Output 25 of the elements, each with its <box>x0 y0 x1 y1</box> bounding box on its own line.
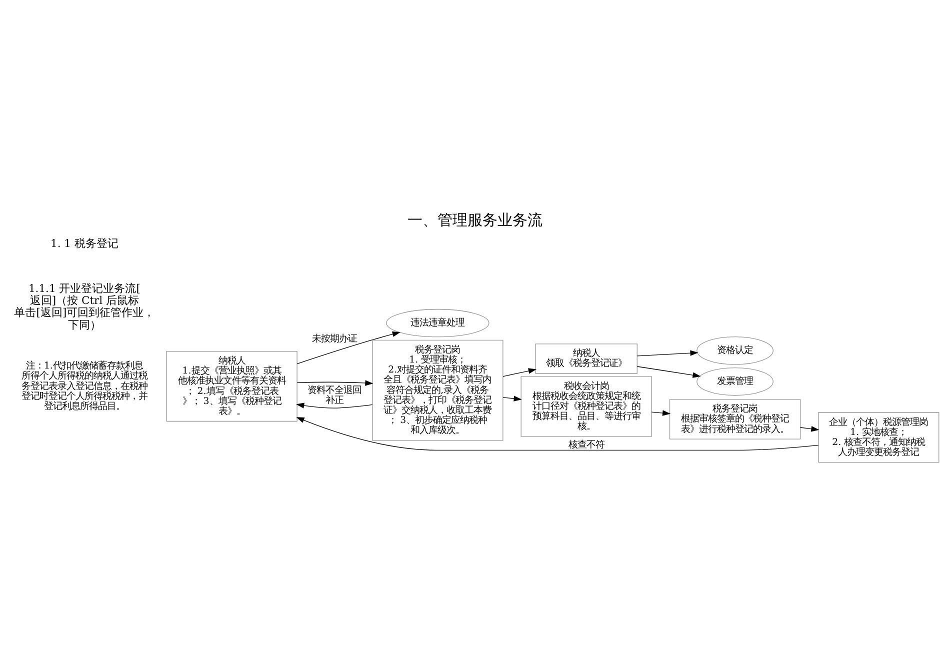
diagram-title: 一、管理服务业务流 <box>408 212 542 229</box>
arrow <box>651 410 671 416</box>
node-box: 税收会计岗 根据税收会统政策规定和统计口径对《税种登记表》的预算科目、品目、等进行审核。 <box>520 376 652 436</box>
node-box: 纳税人 领取《税务登记证》 <box>535 343 638 374</box>
arrow <box>502 395 522 401</box>
node-ellipse: 发票管理 <box>696 366 774 396</box>
arrow <box>296 402 373 408</box>
arrow <box>296 330 400 364</box>
label: 1. 1 税务登记 <box>50 236 118 250</box>
arrow <box>296 380 374 386</box>
node-box: 税务登记岗 1. 受理审核； 2.对提交的证件和资料齐全且《税务登记表》填写内容符合规定的,录入《税务登记表》，打印《税务登记证》交纳税人，收取工本费； 3、初步确定应纳税种和入库级次。 <box>372 339 504 440</box>
arrow <box>636 350 698 356</box>
label: 注：1.代扣代缴储蓄存款利息所得个人所得税的纳税人通过税务登记表录入登记信息，在税种登记时登记个人所得税税种，并登记利息所得品目。 <box>21 360 148 412</box>
arrow <box>636 366 701 378</box>
edge-label: 核查不符 <box>568 439 604 450</box>
arrow <box>502 368 536 376</box>
edge-label: 资料不全退回补正 <box>308 384 362 406</box>
arrow <box>800 426 820 432</box>
node-box: 纳税人 1.提交《营业执照》或其他核准执业文件等有关资料； 2.填写《税务登记表》； 3、填写《税种登记表》。 <box>166 350 298 422</box>
node-box: 税务登记岗 根据审核签章的《税种登记表》进行税种登记的录入。 <box>669 398 801 439</box>
node-ellipse: 资格认定 <box>696 336 774 364</box>
label: 1.1.1 开业登记业务流[返回]（按 Ctrl 后鼠标单击[返回]可回到征管作业，下同） <box>14 281 155 331</box>
edge-label: 未按期办证 <box>312 332 358 344</box>
node-box: 企业（个体）税源管理岗 1. 实地核查； 2. 核查不符，通知纳税人办理变更税务登记 <box>818 412 940 462</box>
arrow <box>296 416 819 450</box>
